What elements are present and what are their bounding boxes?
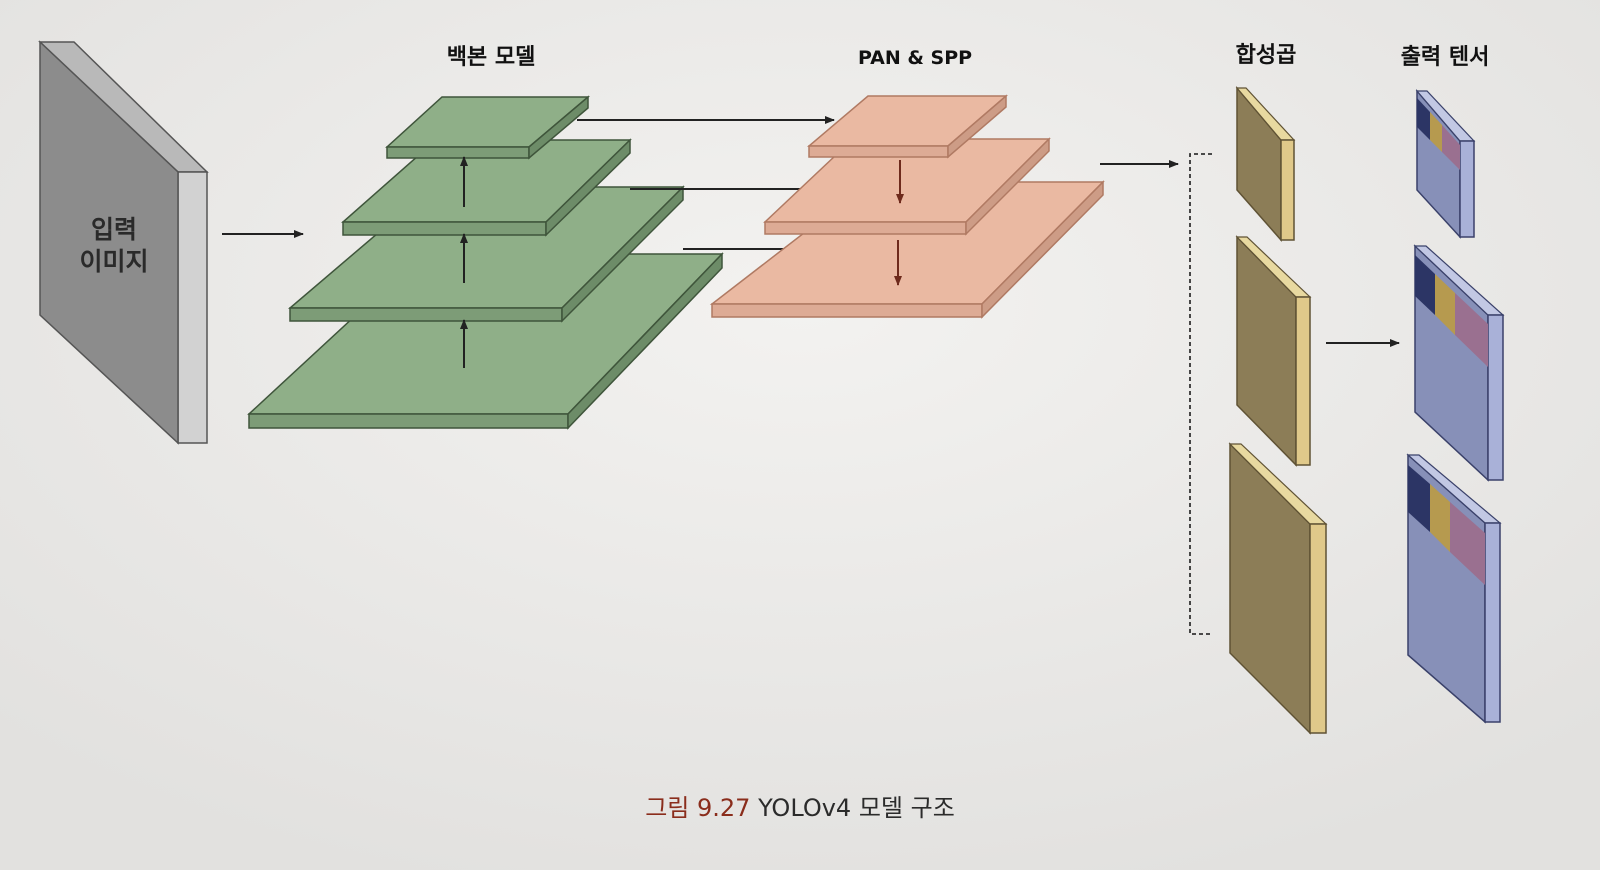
figure-caption: 그림 9.27 YOLOv4 모델 구조	[0, 788, 1600, 823]
input-image-block: 입력 이미지	[38, 40, 209, 445]
pan-spp-stack	[709, 94, 1105, 319]
conv-block-small	[1235, 85, 1296, 242]
input-image-label-line2: 이미지	[79, 247, 148, 276]
pan-spp-title: PAN & SPP	[858, 47, 972, 69]
output-tensor-small	[1415, 88, 1476, 239]
pan-down-arrows	[894, 160, 904, 286]
caption-number: 그림 9.27	[645, 794, 751, 822]
output-tensor-title: 출력 텐서	[1401, 45, 1490, 70]
conv-bracket	[1189, 153, 1212, 635]
backbone-title: 백본 모델	[447, 45, 536, 70]
input-image-label-line1: 입력	[91, 215, 137, 244]
conv-block-large	[1228, 442, 1328, 735]
backbone-stack	[247, 95, 724, 430]
convolution-title: 합성곱	[1236, 42, 1297, 68]
output-tensor-medium	[1413, 244, 1505, 482]
caption-text: YOLOv4 모델 구조	[758, 794, 955, 822]
conv-block-medium	[1235, 235, 1312, 467]
output-tensor-large	[1406, 453, 1502, 724]
